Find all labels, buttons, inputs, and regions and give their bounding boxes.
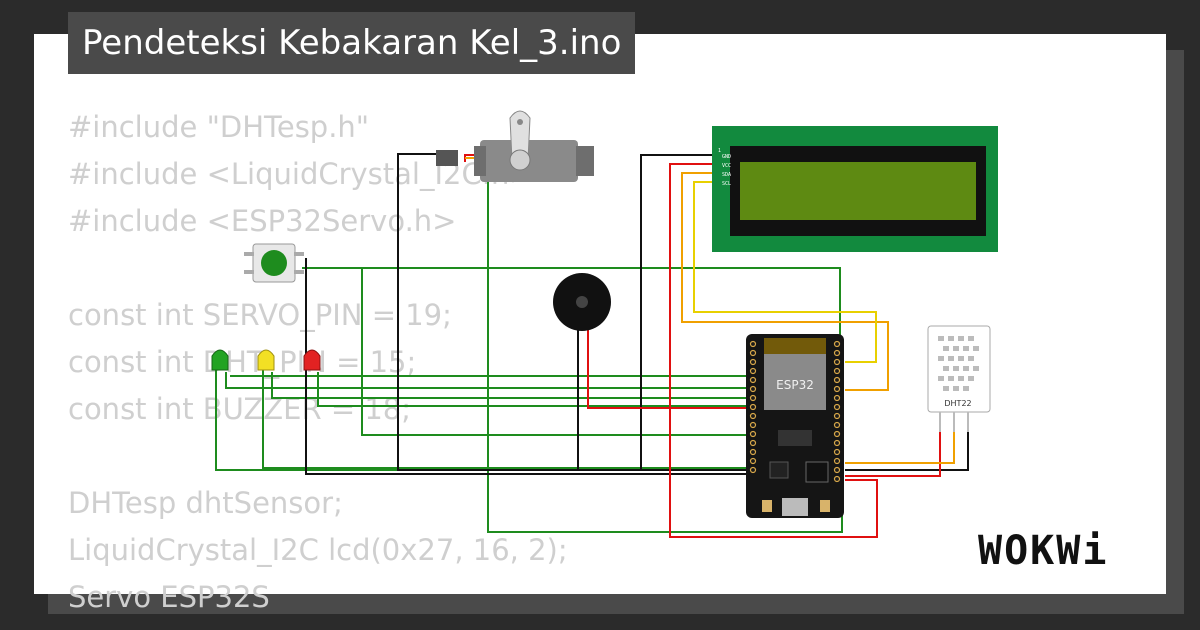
wire-button xyxy=(302,267,841,340)
dht-legs xyxy=(939,412,969,432)
wokwi-logo: WOKWi xyxy=(978,528,1109,574)
code-line: const int SERVO_PIN = 19; xyxy=(68,298,452,332)
servo-motor[interactable] xyxy=(436,110,594,182)
wire-servo-gnd xyxy=(397,153,752,471)
wire-dht-data xyxy=(845,430,955,464)
wires xyxy=(215,153,969,538)
code-line: #include <ESP32Servo.h> xyxy=(68,204,457,238)
code-line: Servo ESP32S xyxy=(68,580,270,614)
servo-mount-left xyxy=(474,146,486,176)
wire-led-b xyxy=(271,372,752,399)
wire-lcd-gnd xyxy=(640,154,718,470)
project-title: Pendeteksi Kebakaran Kel_3.ino xyxy=(68,12,636,74)
wire-led-yellow xyxy=(262,362,752,469)
wire-dht-vcc xyxy=(845,430,941,477)
servo-mount xyxy=(576,146,594,176)
lcd-pin-gnd: GND xyxy=(722,154,731,160)
lcd-display[interactable]: 1 GND VCC SDA SCL xyxy=(712,126,998,252)
led-green[interactable] xyxy=(211,349,229,371)
buzzer[interactable] xyxy=(553,273,611,331)
lcd-screen xyxy=(740,162,976,220)
dht-grille xyxy=(938,336,979,391)
esp32-label: ESP32 xyxy=(776,378,814,392)
esp-antenna xyxy=(764,338,826,354)
dht22-label: DHT22 xyxy=(944,399,971,408)
code-line: LiquidCrystal_I2C lcd(0x27, 16, 2); xyxy=(68,533,568,567)
code-line: #include "DHTesp.h" xyxy=(68,110,370,144)
wire-led-a xyxy=(225,372,752,389)
wire-button-gnd xyxy=(361,268,752,436)
lcd-pin-scl: SCL xyxy=(722,181,731,187)
servo-shaft xyxy=(509,149,531,171)
lcd-pin-sda: SDA xyxy=(722,172,731,178)
servo-horn xyxy=(509,110,531,161)
push-button[interactable] xyxy=(244,243,304,283)
servo-connector xyxy=(436,150,458,166)
wire-lcd-vcc xyxy=(669,163,878,538)
usb-port xyxy=(782,498,808,516)
esp32-board[interactable]: ESP32 xyxy=(746,334,844,518)
lcd-pin-vcc: VCC xyxy=(722,163,731,169)
code-line: DHTesp dhtSensor; xyxy=(68,486,343,520)
esp-pins xyxy=(749,340,841,483)
wire-lcd-sda xyxy=(681,172,889,391)
wire-led-gnd xyxy=(305,258,752,475)
button-cap xyxy=(261,250,287,276)
wire-led-c xyxy=(317,372,752,407)
led-yellow[interactable] xyxy=(257,349,275,371)
dht22-sensor[interactable]: DHT22 xyxy=(927,325,991,432)
led-red[interactable] xyxy=(303,349,321,371)
wire-lcd-scl xyxy=(693,181,877,363)
svg-text:1: 1 xyxy=(718,148,721,154)
wire-dht-gnd xyxy=(845,430,969,471)
esp-chip xyxy=(764,354,826,410)
